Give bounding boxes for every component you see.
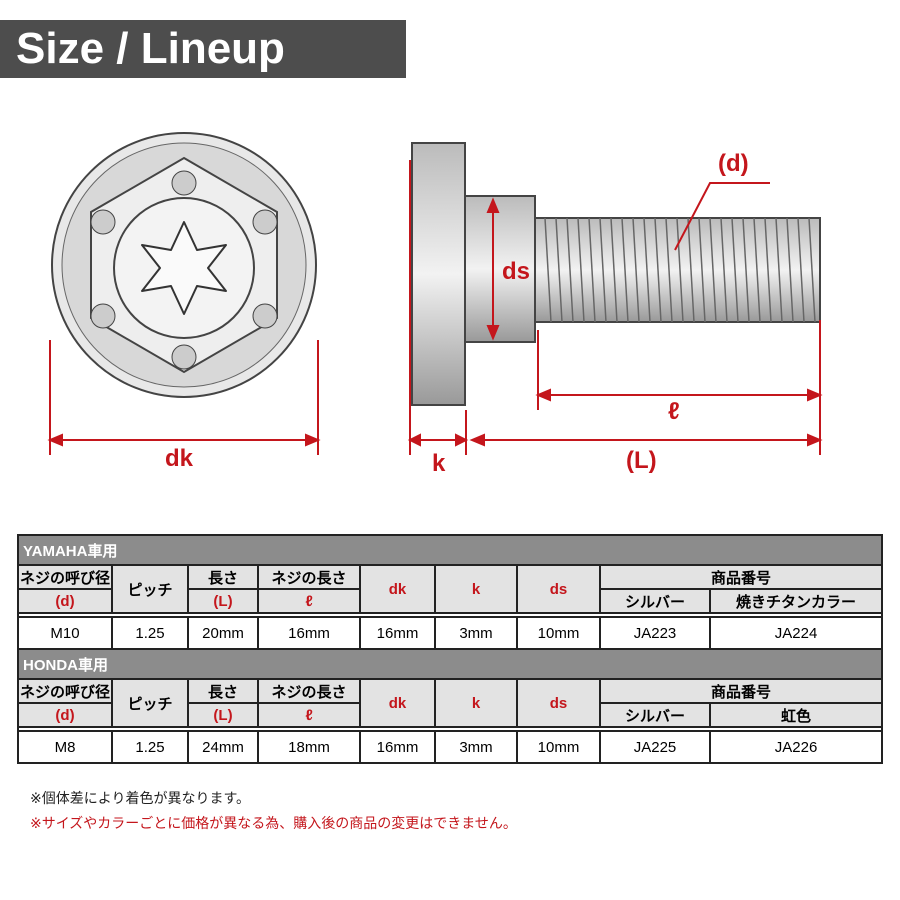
label-dk: dk bbox=[165, 445, 194, 472]
torx-recess bbox=[141, 221, 227, 315]
label-ds: ds bbox=[502, 258, 531, 285]
thread-line bbox=[544, 217, 552, 323]
thread-line bbox=[786, 217, 794, 323]
header-silver: シルバー bbox=[599, 702, 711, 728]
header-thread-sub: ℓ bbox=[257, 588, 361, 614]
page-title: Size / Lineup bbox=[0, 20, 406, 78]
header-color2: 焼きチタンカラー bbox=[708, 588, 884, 614]
bolt-side-view bbox=[411, 142, 821, 406]
cell-d: M10 bbox=[17, 616, 113, 650]
header-thread: ネジの長さ bbox=[257, 564, 361, 590]
thread-line bbox=[808, 217, 816, 323]
cell-d: M8 bbox=[17, 730, 113, 764]
thread-line bbox=[753, 217, 761, 323]
honda-section: HONDA車用 ネジの呼び径 ピッチ 長さ ネジの長さ dk k ds 商品番号… bbox=[16, 648, 884, 764]
header-product-no: 商品番号 bbox=[598, 678, 884, 704]
thread-line bbox=[599, 217, 607, 323]
header-silver: シルバー bbox=[599, 588, 711, 614]
note-color-variation: ※個体差により着色が異なります。 bbox=[30, 791, 251, 807]
thread-line bbox=[797, 217, 805, 323]
header-pitch: ピッチ bbox=[111, 678, 189, 728]
header-d-sub: (d) bbox=[17, 702, 113, 728]
thread-line bbox=[632, 217, 640, 323]
header-d: ネジの呼び径 bbox=[17, 678, 113, 704]
thread-line bbox=[555, 217, 563, 323]
header-k: k bbox=[434, 564, 518, 614]
header-length-sub: (L) bbox=[187, 588, 259, 614]
header-length-sub: (L) bbox=[187, 702, 259, 728]
thread-line bbox=[764, 217, 772, 323]
cell-silver: JA225 bbox=[599, 730, 711, 764]
group-title: HONDA車用 bbox=[16, 648, 884, 680]
header-text: ネジの呼び径 bbox=[19, 569, 110, 587]
cell-thread: 16mm bbox=[257, 616, 361, 650]
thread-line bbox=[742, 217, 750, 323]
header-color2: 虹色 bbox=[708, 702, 884, 728]
thread-line bbox=[731, 217, 739, 323]
bolt-diagram bbox=[47, 132, 823, 455]
cell-ds: 10mm bbox=[516, 616, 601, 650]
thread-line bbox=[676, 217, 684, 323]
thread-line bbox=[577, 217, 585, 323]
yamaha-section: YAMAHA車用 ネジの呼び径 ピッチ 長さ ネジの長さ dk k ds 商品番… bbox=[16, 534, 884, 650]
cell-thread: 18mm bbox=[257, 730, 361, 764]
thread-line bbox=[654, 217, 662, 323]
thread-line bbox=[698, 217, 706, 323]
note-no-exchange: ※サイズやカラーごとに価格が異なる為、購入後の商品の変更はできません。 bbox=[30, 816, 517, 832]
label-thread-length: ℓ bbox=[668, 398, 680, 425]
header-thread: ネジの長さ bbox=[257, 678, 361, 704]
header-dk: dk bbox=[359, 564, 436, 614]
thread-line bbox=[588, 217, 596, 323]
cell-ds: 10mm bbox=[516, 730, 601, 764]
cell-color2: JA226 bbox=[708, 730, 884, 764]
cell-k: 3mm bbox=[434, 730, 518, 764]
label-L: (L) bbox=[626, 447, 657, 474]
thread-line bbox=[720, 217, 728, 323]
spec-table: YAMAHA車用 ネジの呼び径 ピッチ 長さ ネジの長さ dk k ds 商品番… bbox=[16, 534, 884, 764]
header-ds: ds bbox=[516, 564, 601, 614]
cell-pitch: 1.25 bbox=[111, 730, 189, 764]
cell-length: 20mm bbox=[187, 616, 259, 650]
header-dk: dk bbox=[359, 678, 436, 728]
thread-line bbox=[775, 217, 783, 323]
header-thread-sub: ℓ bbox=[257, 702, 361, 728]
cell-pitch: 1.25 bbox=[111, 616, 189, 650]
label-k: k bbox=[432, 450, 446, 477]
cell-dk: 16mm bbox=[359, 616, 436, 650]
group-title: YAMAHA車用 bbox=[16, 534, 884, 566]
header-d-sub: (d) bbox=[17, 588, 113, 614]
cell-k: 3mm bbox=[434, 616, 518, 650]
cell-dk: 16mm bbox=[359, 730, 436, 764]
header-d: ネジの呼び径 bbox=[17, 564, 113, 590]
thread-line bbox=[566, 217, 574, 323]
header-ds: ds bbox=[516, 678, 601, 728]
header-length: 長さ bbox=[187, 678, 259, 704]
bolt-head-top-view bbox=[51, 132, 317, 398]
header-length: 長さ bbox=[187, 564, 259, 590]
cell-length: 24mm bbox=[187, 730, 259, 764]
thread-line bbox=[687, 217, 695, 323]
thread-line bbox=[610, 217, 618, 323]
label-d: (d) bbox=[718, 150, 749, 177]
cell-color2: JA224 bbox=[708, 616, 884, 650]
thread-line bbox=[665, 217, 673, 323]
thread-line bbox=[643, 217, 651, 323]
header-pitch: ピッチ bbox=[111, 564, 189, 614]
header-k: k bbox=[434, 678, 518, 728]
cell-silver: JA223 bbox=[599, 616, 711, 650]
thread-line bbox=[709, 217, 717, 323]
dimension-lines bbox=[47, 160, 823, 455]
header-product-no: 商品番号 bbox=[598, 564, 884, 590]
thread-line bbox=[621, 217, 629, 323]
